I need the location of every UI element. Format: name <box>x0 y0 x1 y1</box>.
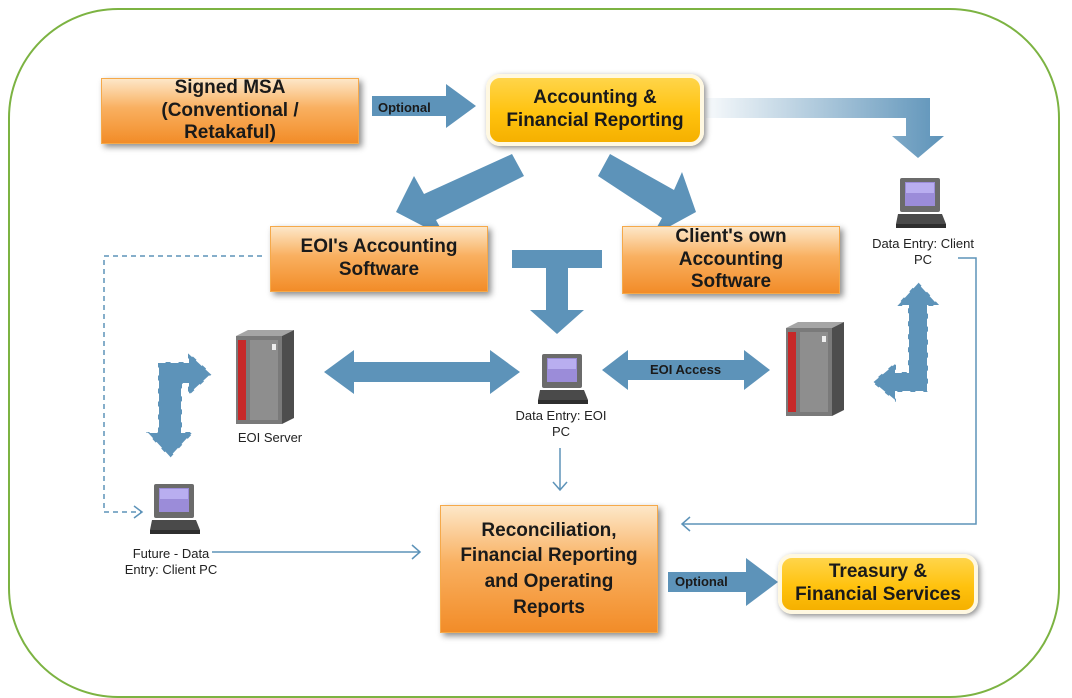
computer-icon <box>896 178 946 228</box>
optional-label-bottom: Optional <box>675 574 728 589</box>
arrow-accounting-to-client-pc <box>706 98 944 158</box>
server-icon <box>236 330 294 424</box>
eoi-access-label: EOI Access <box>650 362 722 377</box>
signed-msa-text: Signed MSA (Conventional / Retakaful) <box>161 76 299 144</box>
treasury-box: Treasury & Financial Services <box>778 554 978 614</box>
arrow-software-merge <box>512 250 602 334</box>
client-software-box: Client's own Accounting Software <box>622 226 840 294</box>
reconciliation-box: Reconciliation, Financial Reporting and … <box>440 505 658 633</box>
optional-label-top: Optional <box>378 100 431 115</box>
client-software-text: Client's own Accounting Software <box>675 225 787 293</box>
client-pc-caption: Data Entry: Client PC <box>872 236 974 268</box>
arrow-accounting-to-client-software <box>598 154 696 236</box>
eoi-software-text: EOI's Accounting Software <box>300 236 458 280</box>
dashed-arrow-server-to-future-pc <box>143 349 214 460</box>
signed-msa-box: Signed MSA (Conventional / Retakaful) <box>101 76 359 144</box>
double-arrow-server-pc <box>324 350 520 394</box>
optional-arrow-top <box>372 84 476 128</box>
double-arrow-eoi-access <box>602 350 770 390</box>
accounting-box: Accounting & Financial Reporting <box>486 74 704 146</box>
accounting-text: Accounting & Financial Reporting <box>506 87 684 131</box>
eoi-pc-caption: Data Entry: EOI PC <box>515 408 607 440</box>
dashed-line-eoi-software-to-future-pc <box>103 255 262 513</box>
line-client-pc-to-reconciliation <box>682 257 977 525</box>
optional-arrow-bottom <box>668 558 778 606</box>
dashed-arrow-server-to-client-pc <box>870 280 943 405</box>
computer-icon <box>538 354 588 404</box>
server-icon <box>786 322 844 416</box>
diagram-connectors <box>103 84 977 606</box>
treasury-text: Treasury & Financial Services <box>795 561 961 605</box>
computer-icon <box>150 484 200 534</box>
future-pc-caption: Future - Data Entry: Client PC <box>124 546 218 578</box>
eoi-server-caption: EOI Server <box>237 430 303 445</box>
reconciliation-text: Reconciliation, Financial Reporting and … <box>460 519 638 618</box>
arrow-accounting-to-eoi-software <box>396 154 524 238</box>
eoi-software-box: EOI's Accounting Software <box>270 226 488 292</box>
